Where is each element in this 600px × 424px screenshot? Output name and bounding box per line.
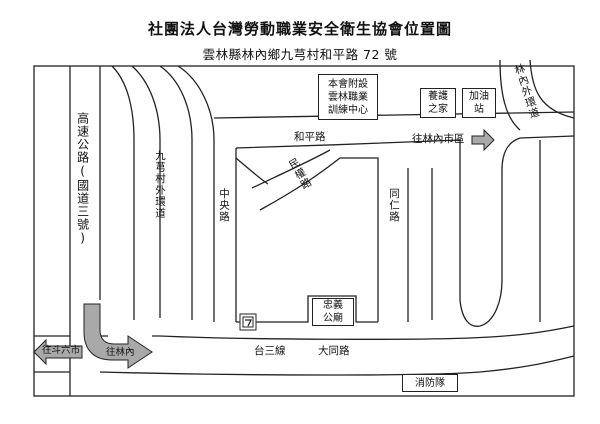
datong-road-label: 大同路 [318, 345, 350, 357]
provincial-road-label: 台三線 [254, 345, 286, 357]
seven-eleven-icon [239, 313, 257, 331]
jiuqiong-outer-ring-label: 九芎村外環道 [154, 150, 167, 219]
heping-road-bottom-edge [235, 135, 575, 149]
linnei-outer-ring-right [529, 59, 575, 119]
east-u-road-inner [459, 137, 521, 327]
jiuqiong-outer-ring-3 [159, 65, 193, 320]
central-block-bottom [236, 295, 378, 323]
temple-box: 忠義 公廟 [312, 298, 354, 326]
provincial-road-bottom-edge [34, 355, 575, 376]
nursing-home-box: 養護 之家 [420, 88, 456, 118]
to-linnei-city-label: 往林內市區 [412, 133, 465, 145]
central-block-top-left [235, 157, 269, 185]
to-douliu-label: 往斗六市 [42, 345, 81, 356]
arrow-left-icon [33, 338, 83, 366]
heping-road-label: 和平路 [294, 131, 326, 143]
gas-station-box: 加油 站 [462, 88, 496, 118]
jiuqiong-outer-ring-4 [177, 65, 215, 322]
minquan-road-left-edge [251, 149, 331, 189]
minquan-road-right-edge [259, 157, 379, 211]
east-u-road-outer [499, 59, 521, 131]
to-linnei-label: 往林內 [106, 347, 135, 358]
tongren-road-label: 同仁路 [388, 188, 401, 223]
highway-label: 高速公路(國道三號) [75, 112, 90, 246]
zhongyang-road-label: 中央路 [218, 188, 231, 223]
highway-exit-arrow-icon [83, 303, 153, 369]
training-center-box: 本會附設 雲林職業 訓練中心 [318, 74, 378, 120]
heping-road-top-edge [213, 111, 575, 119]
jiuqiong-outer-ring-2 [131, 65, 161, 318]
fire-station-box: 消防隊 [402, 374, 458, 392]
map-frame [33, 65, 575, 397]
arrow-right-icon [471, 128, 495, 152]
provincial-road-top-edge [34, 325, 575, 340]
map-subtitle: 雲林縣林內鄉九芎村和平路 72 號 [202, 47, 398, 62]
jiuqiong-outer-ring-1 [111, 65, 135, 320]
map-title: 社團法人台灣勞動職業安全衛生協會位置圖 [147, 20, 452, 38]
